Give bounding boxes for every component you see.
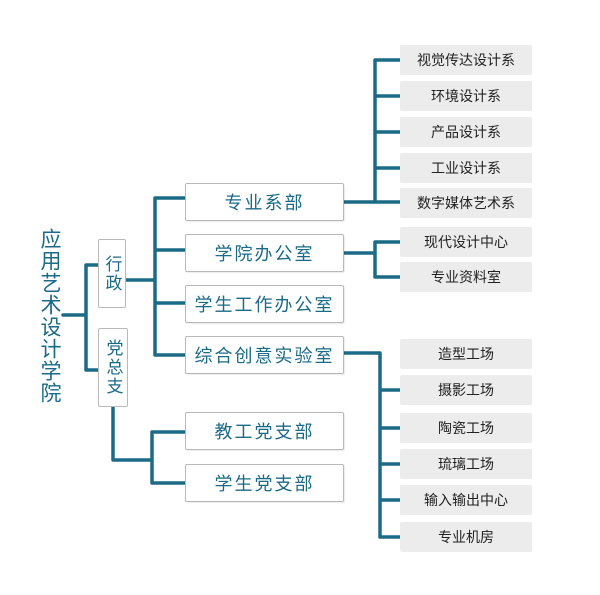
unit-college-office[interactable]: 学院办公室: [185, 234, 344, 272]
dept-industrial[interactable]: 工业设计系: [400, 153, 532, 183]
connector-party: [111, 403, 187, 485]
dept-product[interactable]: 产品设计系: [400, 117, 532, 147]
lab-computer-room[interactable]: 专业机房: [400, 522, 532, 552]
lab-io-center[interactable]: 输入输出中心: [400, 485, 532, 515]
unit-student-party[interactable]: 学生党支部: [185, 464, 344, 502]
lab-modeling-workshop[interactable]: 造型工场: [400, 339, 532, 369]
office-reference-room[interactable]: 专业资料室: [400, 262, 532, 292]
admin-branch[interactable]: 行政: [98, 239, 126, 308]
unit-departments[interactable]: 专业系部: [185, 183, 344, 221]
connector-root: [61, 263, 101, 372]
dept-digital-media[interactable]: 数字媒体艺术系: [400, 188, 532, 218]
unit-student-affairs[interactable]: 学生工作办公室: [185, 285, 344, 323]
unit-faculty-party[interactable]: 教工党支部: [185, 412, 344, 450]
dept-environment[interactable]: 环境设计系: [400, 81, 532, 111]
root-title: 应用艺术设计学院: [38, 228, 62, 404]
party-branch[interactable]: 党总支: [98, 328, 128, 407]
connector-lab: [341, 351, 402, 539]
lab-glass-workshop[interactable]: 琉璃工场: [400, 449, 532, 479]
connector-admin: [124, 196, 187, 357]
lab-ceramics-workshop[interactable]: 陶瓷工场: [400, 413, 532, 443]
office-modern-design-center[interactable]: 现代设计中心: [400, 227, 532, 257]
connector-departments: [341, 58, 402, 204]
connector-office: [341, 240, 402, 279]
unit-creative-lab[interactable]: 综合创意实验室: [185, 336, 344, 374]
dept-visual-communication[interactable]: 视觉传达设计系: [400, 45, 532, 75]
lab-photography-workshop[interactable]: 摄影工场: [400, 375, 532, 405]
